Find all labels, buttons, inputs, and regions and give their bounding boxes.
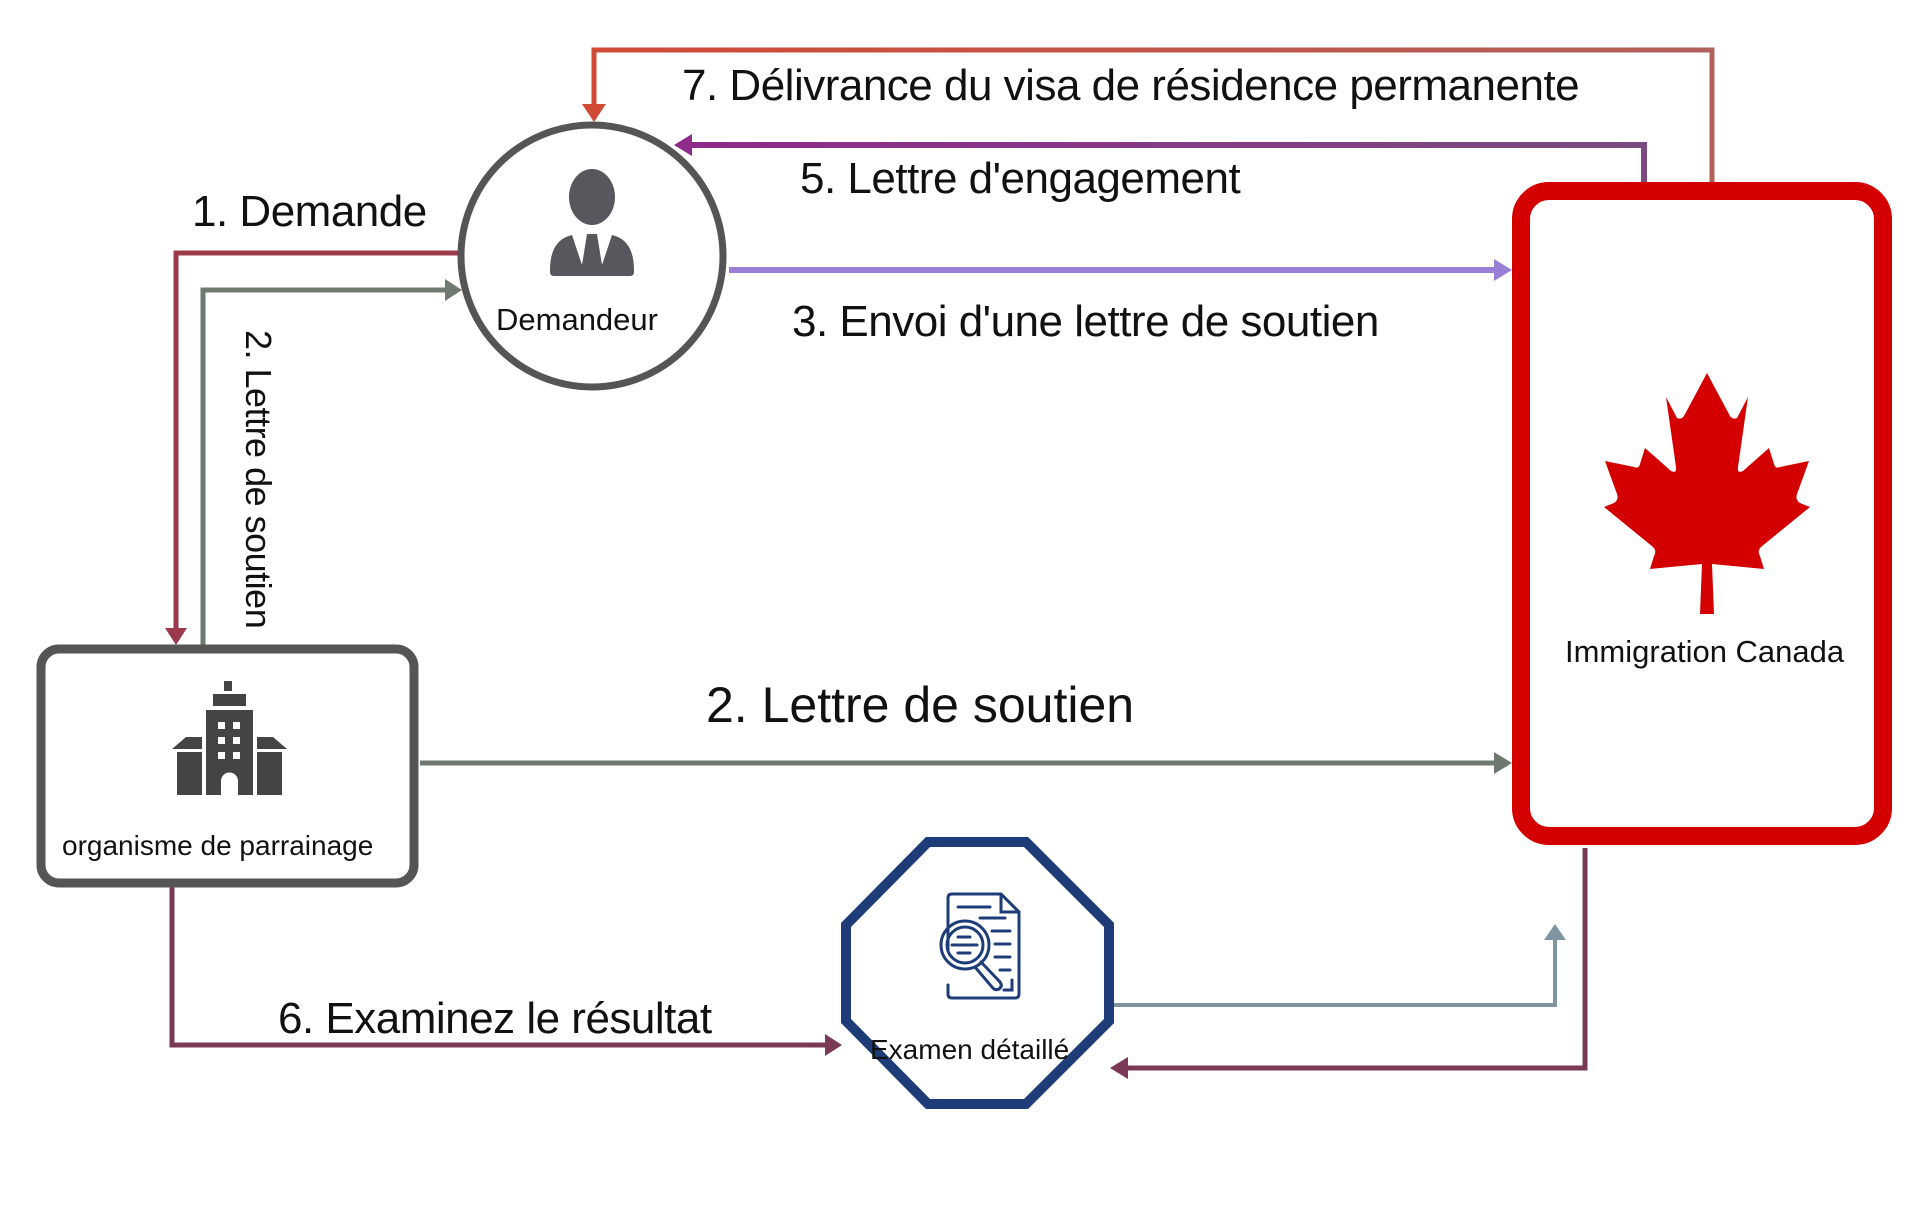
building-icon [172,681,287,795]
edge-6-review-result [1113,924,1566,1007]
edge-1-application [165,250,460,645]
edge-2a-line [200,287,448,645]
review-octagon [841,837,1114,1109]
review-label: Examen détaillé [870,1034,1070,1065]
sponsor-label: organisme de parrainage [62,830,374,861]
edge-7-label: 7. Délivrance du visa de résidence perma… [682,61,1580,110]
edge-6-line [1113,938,1557,1007]
node-immigration-canada[interactable] [1512,182,1892,845]
edge-3-label: 3. Envoi d'une lettre de soutien [792,297,1379,346]
edge-4-arrowhead [674,134,692,156]
edge-7-permanent-residence-visa [582,47,1715,182]
edge-4-work-visa [674,134,1647,182]
edge-2-support-letter-to-immigration [420,752,1512,774]
edge-1-arrowhead [165,628,187,645]
node-applicant[interactable] [457,121,727,391]
edge-2-label: 2. Lettre de soutien [706,677,1135,733]
edge-1-line [173,250,460,632]
immigration-label: Immigration Canada [1565,634,1845,669]
edge-4-label: 5. Lettre d'engagement [800,154,1241,203]
applicant-label: Demandeur [496,302,658,337]
edge-2-vertical-label: 2. Lettre de soutien [238,330,279,629]
edge-5-commitment-letter [169,887,842,1056]
document-search-icon [939,892,1021,1000]
edge-5-line [169,887,828,1048]
edge-6-arrowhead [1544,924,1566,940]
node-review[interactable] [841,837,1114,1109]
edge-4-line [690,142,1647,182]
edge-7-arrowhead [582,104,606,122]
person-icon [550,169,634,276]
edge-2a-arrowhead [445,279,462,301]
maple-leaf-icon [1604,373,1810,614]
edge-2b-arrowhead [1494,752,1512,774]
node-sponsor[interactable] [36,644,419,888]
edge-7-line [591,47,1715,182]
edge-6b-arrowhead [1110,1057,1128,1079]
edge-2-support-letter-to-applicant [200,279,462,645]
edge-6-return-to-review [1110,848,1588,1079]
edge-6b-line [1126,848,1588,1071]
edge-1-label: 1. Demande [192,187,427,236]
edge-5-arrowhead [825,1034,842,1056]
edge-3-send-support-letter [729,259,1512,281]
edge-5-label: 6. Examinez le résultat [278,994,712,1043]
edge-3-arrowhead [1494,259,1512,281]
